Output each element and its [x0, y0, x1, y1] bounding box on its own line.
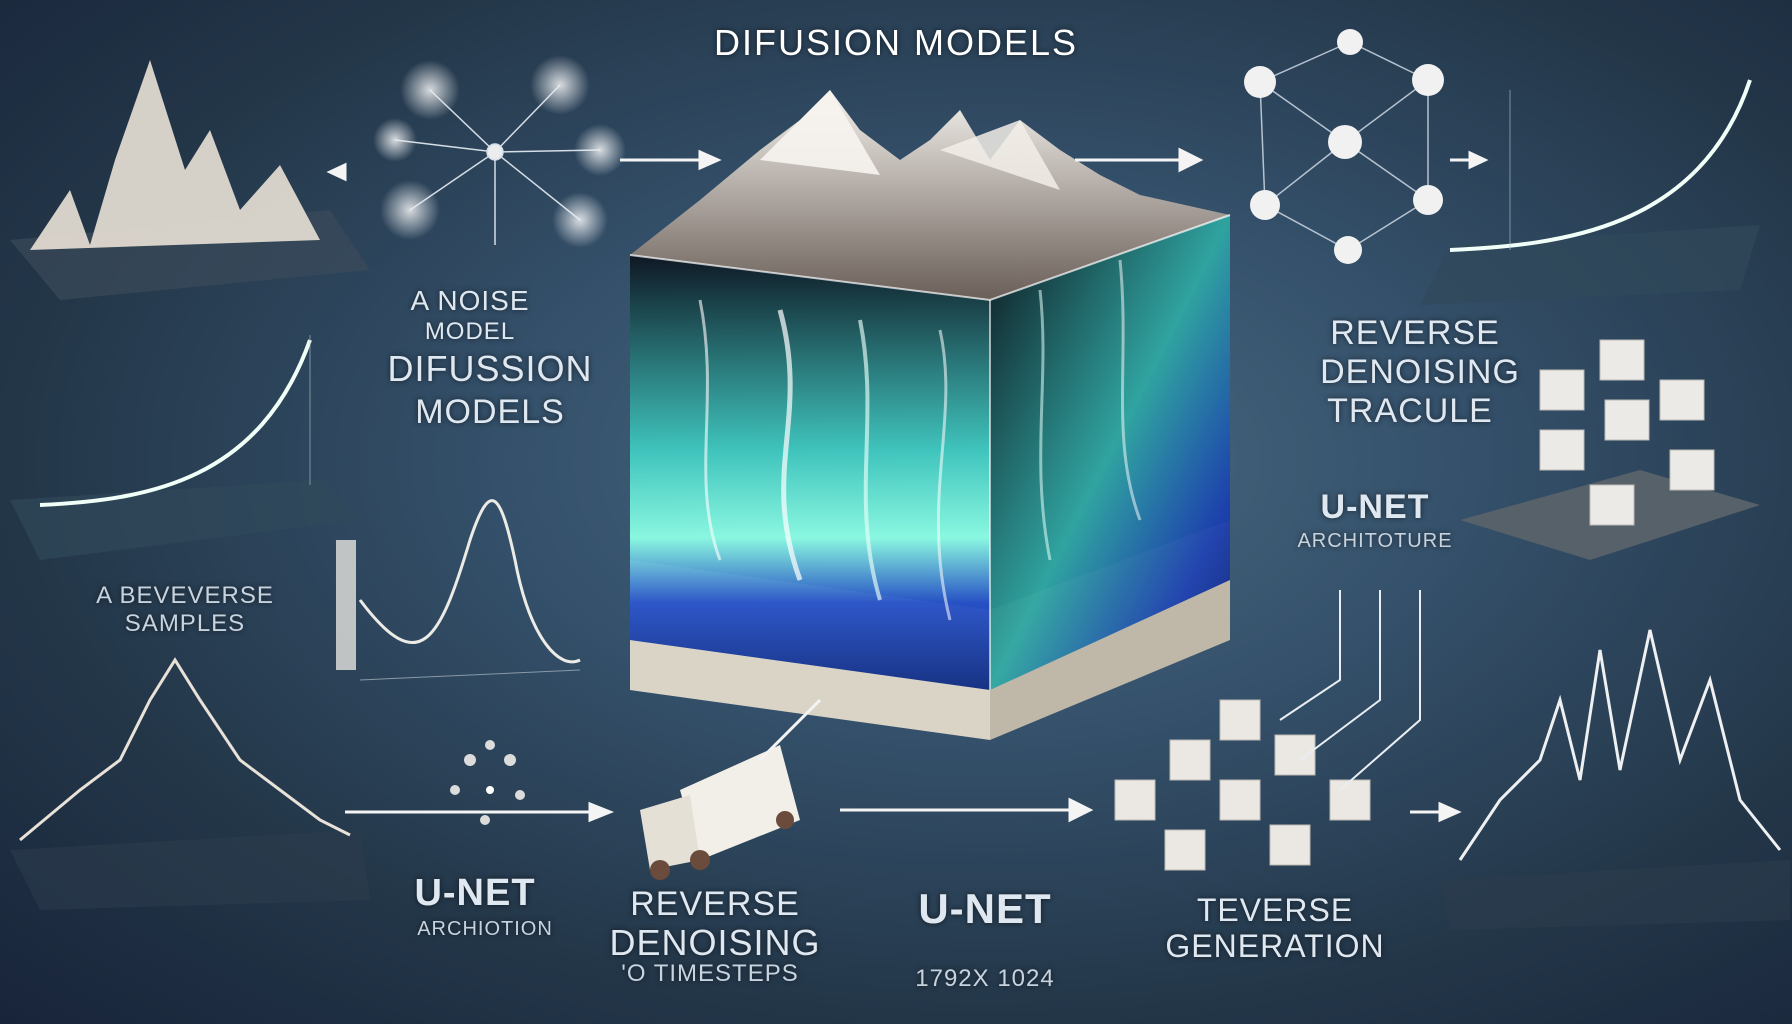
label-reverse-denoising-bottom-line2: DENOISING [609, 922, 821, 963]
label-reverse-denoising-bottom-line3: 'O TIMESTEPS [621, 960, 799, 987]
mountain-peaks-surface-icon [10, 60, 370, 300]
label-reverse-denoising-bottom-line1: REVERSE [630, 885, 800, 923]
label-reverse-denoising-line3: TRACULE [1327, 392, 1493, 430]
label-noise-model-line1: A NOISE [410, 285, 530, 316]
node-graph-icon [450, 740, 525, 825]
label-reverse-denoising-line2: DENOISING [1320, 353, 1520, 391]
mountain-peaks-surface-icon [1440, 629, 1790, 930]
bell-curve-icon [336, 499, 581, 681]
noise-landscape-cube-icon [629, 90, 1231, 740]
page-title: DIFUSION MODELS [713, 22, 1079, 63]
radial-network-icon [373, 55, 626, 248]
label-reverse-samples-line1: A BEVEVERSE [96, 582, 274, 609]
label-unet-architecture-sub: ARCHITOTURE [1297, 530, 1453, 552]
label-unet-left-sub: ARCHIOTION [417, 918, 553, 940]
label-unet-left-title: U-NET [414, 872, 536, 914]
flow-arrows [326, 147, 1489, 823]
label-noise-model-line3: DIFUSSION [387, 348, 593, 389]
cube-grid-icon [1460, 339, 1760, 560]
label-teverse-generation-line2: GENERATION [1165, 928, 1385, 964]
label-reverse-denoising-line1: REVERSE [1330, 314, 1500, 352]
mountain-peaks-surface-icon [10, 657, 370, 910]
label-unet-architecture-title: U-NET [1320, 488, 1430, 526]
line-plot-icon [1420, 79, 1760, 305]
label-dimensions: 1792X 1024 [915, 965, 1055, 992]
label-noise-model-line2: MODEL [424, 318, 516, 345]
line-plot-icon [10, 335, 360, 560]
label-reverse-samples-line2: SAMPLES [124, 610, 246, 637]
label-unet-center: U-NET [918, 885, 1052, 932]
truck-icon [640, 745, 800, 880]
cube-grid-icon [1114, 699, 1371, 871]
label-noise-model-line4: MODELS [415, 393, 565, 431]
node-graph-icon [1244, 29, 1444, 264]
label-teverse-generation-line1: TEVERSE [1196, 892, 1354, 928]
connector-lines [1279, 590, 1421, 791]
